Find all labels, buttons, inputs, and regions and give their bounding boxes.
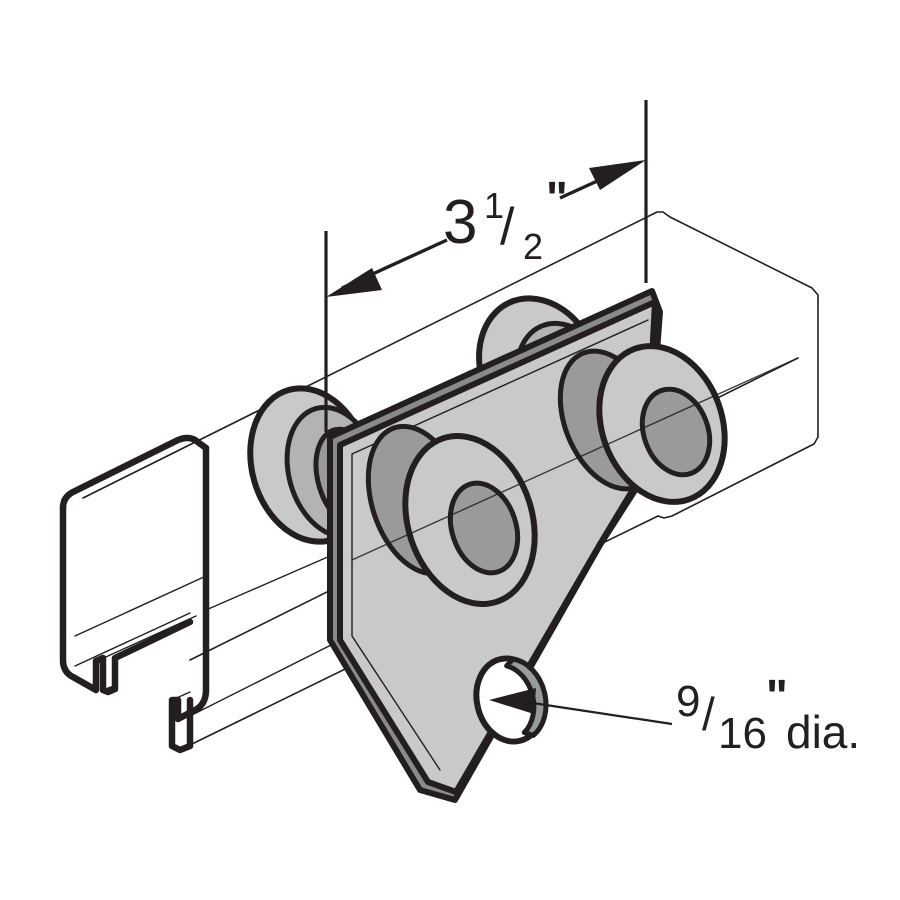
channel-profile-outer <box>59 504 194 696</box>
channel-inner-lip-line-3 <box>102 684 117 691</box>
mounting-hole-inner-wall <box>504 656 549 738</box>
dimension-arrow-right <box>589 160 646 190</box>
roller-front-right-bore <box>639 386 713 478</box>
channel-lip-projection-lower <box>189 642 336 717</box>
strut-channel <box>59 211 819 754</box>
dim-whole-number: 3 <box>443 188 477 257</box>
channel-inner-lip-line-1 <box>74 612 191 667</box>
channel-projection-through-plate <box>351 357 799 561</box>
channel-right-end-face <box>657 299 819 519</box>
callout-inch-mark: " <box>766 670 788 722</box>
callout-denominator: 16 <box>718 709 767 758</box>
callout-fraction-slash: / <box>702 688 715 740</box>
dim-fraction-slash: / <box>500 198 515 256</box>
callout-label-9-16-dia: 9 / 16 " dia. <box>676 670 860 758</box>
callout-leader-line <box>525 700 673 726</box>
channel-lip-projection-upper <box>205 555 331 611</box>
dim-inch-mark: " <box>546 172 568 224</box>
callout-arrow-head <box>489 688 536 714</box>
dimension-label-3-1-2: 3 1 / 2 " <box>443 172 568 267</box>
roller-front-left <box>365 423 538 608</box>
channel-inner-lip-line-2 <box>96 615 197 662</box>
channel-inner-lip-line-5 <box>171 691 191 701</box>
roller-front-left-bore <box>447 480 521 576</box>
dimension-3-and-a-half-inches: 3 1 / 2 " <box>324 100 648 432</box>
callout-suffix-dia: dia. <box>786 706 860 758</box>
channel-profile-top <box>59 434 210 512</box>
channel-profile-right-leg <box>168 444 210 754</box>
dimension-arrow-left <box>326 268 382 297</box>
callout-numerator: 9 <box>676 677 700 726</box>
channel-inner-lip-line-4 <box>178 713 191 720</box>
channel-inner-web-line <box>74 575 207 637</box>
callout-hole-diameter: 9 / 16 " dia. <box>489 670 860 758</box>
dim-numerator: 1 <box>484 185 504 226</box>
dim-denominator: 2 <box>523 226 543 267</box>
channel-top-far-edge <box>82 211 819 499</box>
